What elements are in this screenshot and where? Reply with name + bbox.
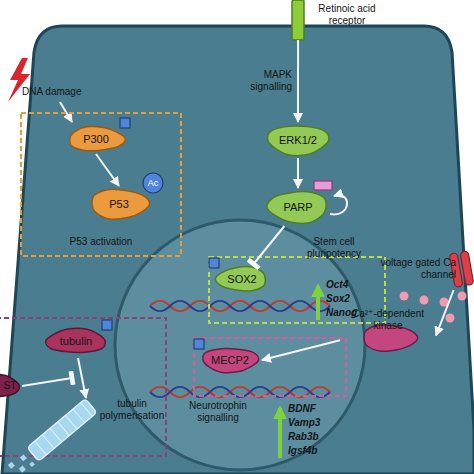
node-label: MECP2 [198,345,262,375]
node-label: voltage gated Ca channel [372,257,456,281]
protein-blob: P300 [64,124,128,154]
node-label: P300 [64,124,128,154]
node-label: ST [0,380,20,392]
dashed-region [194,338,346,396]
signal-arrow [297,40,299,122]
annotation-label: Oct4 [326,279,370,291]
signal-arrow [262,340,340,360]
dashed-outline [21,113,181,256]
node-label: Ac [142,172,164,194]
node-label: P53 [86,186,152,222]
annotation-label: Vamp3 [288,417,338,429]
annotation-label: tubulin polymerisation [94,398,170,422]
annotation-label: Rab3b [288,431,338,443]
protein-blob: MECP2 [198,345,262,375]
signal-arrow [436,290,454,336]
signal-arrow [254,226,285,264]
modification-tag [102,320,112,330]
node-label: Stem cell pluripotency [288,236,380,260]
protein-blob: P53Ac [86,186,152,222]
blob-outline [0,374,19,396]
protein-blob: PARP [264,188,332,226]
signal-arrow [96,154,119,186]
dashed-region: P53 activation P300P53Ac [20,112,182,257]
node-label: tubulin [42,326,110,356]
cell-body [2,26,474,474]
annotation-label: DNA damage [22,86,102,98]
upregulation-arrow [316,286,320,320]
node-label: P53 activation [20,236,182,248]
annotation-label: Neurotrophin signalling [176,400,260,424]
dashed-region [0,318,166,456]
node-label: PARP [264,188,332,226]
modification-tag [120,118,130,128]
receptor-bar [292,0,304,40]
acetyl-circle: Ac [142,172,164,194]
dna-strand [150,301,330,312]
node-label: SOX2 [213,264,271,294]
circle-outline [143,173,163,193]
protein-blob: ST [0,372,22,400]
microtubule [7,399,97,474]
annotation-label: Nanog [326,307,370,319]
polymerisation-arrow [78,358,86,398]
annotation-label: Sox2 [326,293,370,305]
receptor: Retinoic acid receptor [292,0,402,40]
inhibition-line [22,378,72,386]
protein-blob: SOX2 [213,264,271,294]
modification-tag [209,258,219,268]
node-label: Retinoic acid receptor [308,3,386,27]
protein-blob: ERK1/2 [263,122,333,158]
upregulation-arrow [278,408,282,458]
node-label: ERK1/2 [263,122,333,158]
signal-arrow [297,158,299,188]
protein-blob: tubulin [42,326,110,356]
dna-strand [150,301,330,312]
node-label: Ca²⁺-dependent kinase [346,308,430,332]
annotation-label: BDNF [288,403,338,415]
annotation-label: Igsf4b [288,445,338,457]
modification-tag [194,339,204,349]
self-loop-arrow [330,195,347,214]
ion-channel: voltage gated Ca channel [372,248,474,290]
modification-tag [314,181,332,190]
edge-label: MAPK signalling [240,69,292,93]
